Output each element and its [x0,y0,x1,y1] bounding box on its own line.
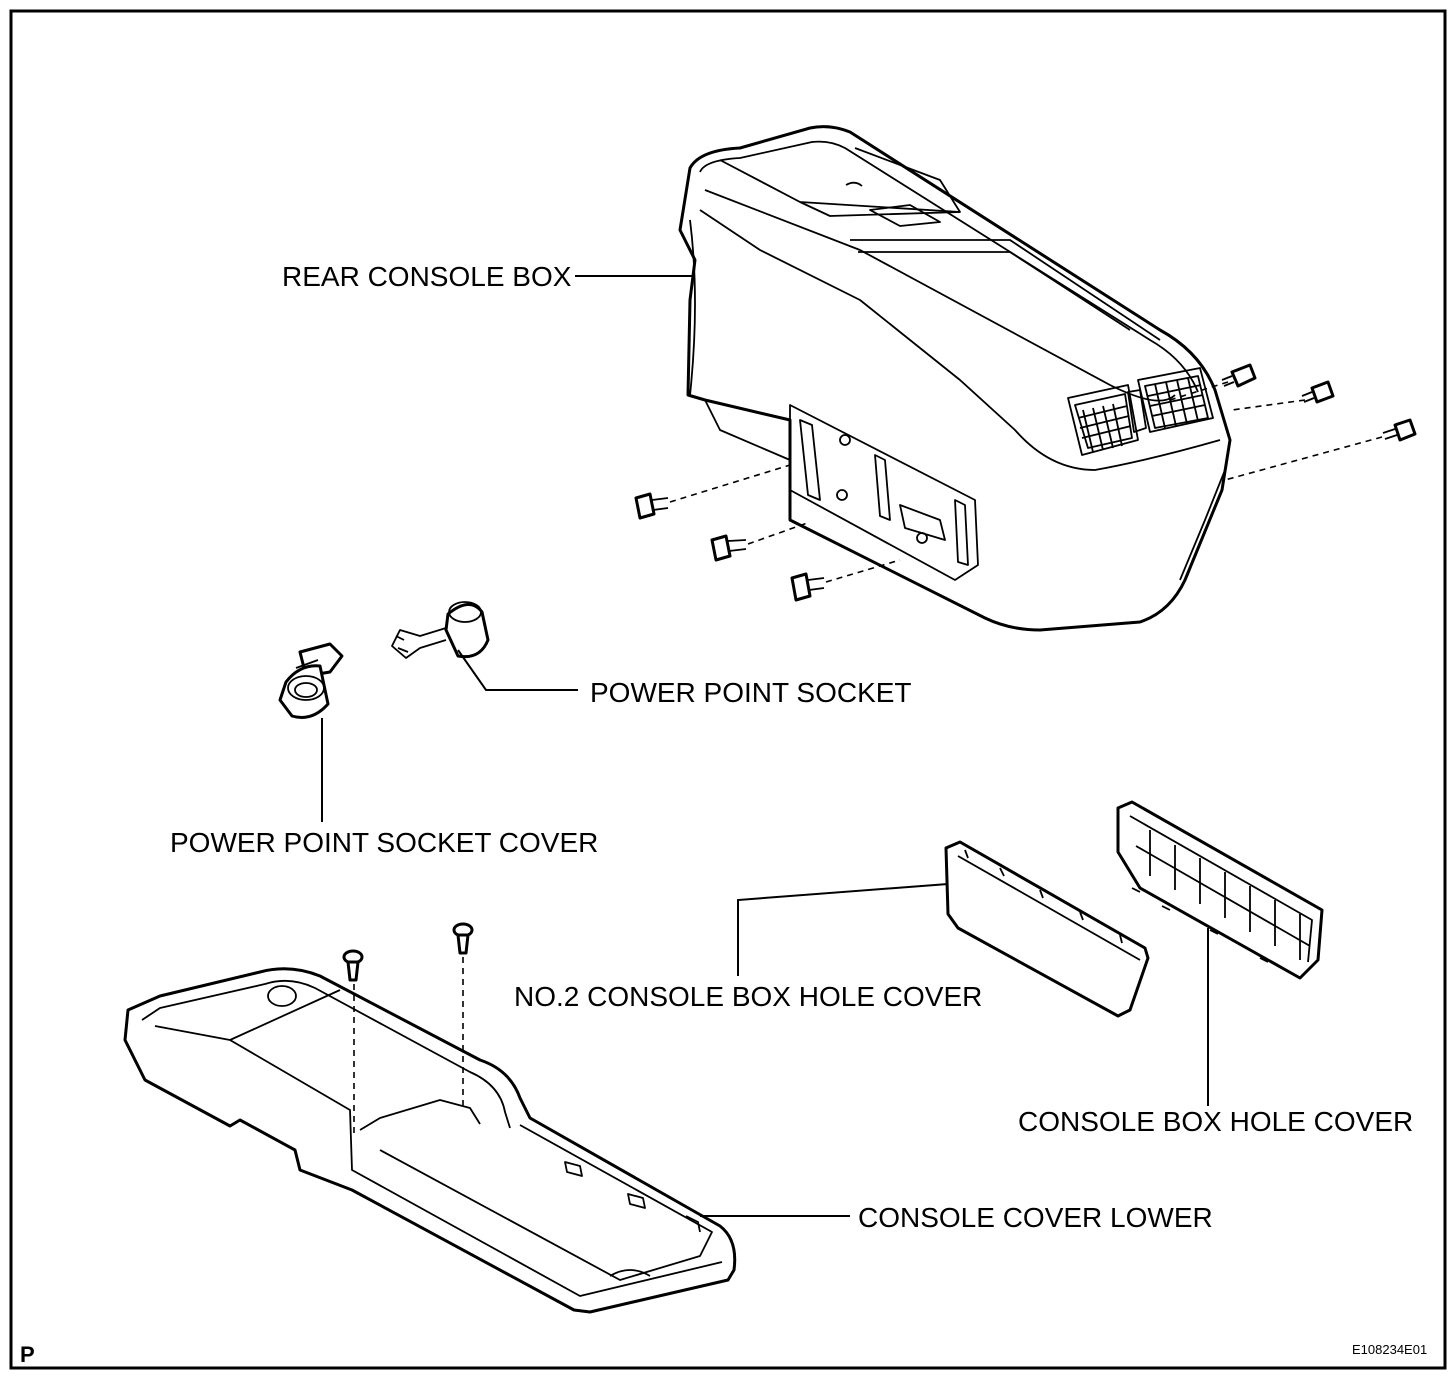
screw-icon [634,492,669,520]
screw-icon [342,949,364,982]
no2-console-box-hole-cover [944,840,1150,1018]
screw-path [1224,436,1383,481]
label-console-box-hole-cover: CONSOLE BOX HOLE COVER [1018,1106,1413,1137]
leader-no2-console-box-hole-cover [737,883,949,976]
label-no2-console-box-hole-cover: NO.2 CONSOLE BOX HOLE COVER [514,981,982,1012]
screw-icon [1221,363,1257,388]
power-point-socket-cover [278,642,344,719]
label-console-cover-lower: CONSOLE COVER LOWER [858,1202,1213,1233]
label-power-point-socket-cover: POWER POINT SOCKET COVER [170,827,598,858]
console-cover-lower [123,967,737,1314]
screw-icon [1301,380,1335,404]
leader-power-point-socket [457,649,578,691]
screw-icon [790,572,825,602]
screw-icon [710,534,747,562]
vent-grille-icon [1067,384,1139,456]
console-box-hole-cover [1116,800,1324,980]
screw-path [747,521,811,545]
rear-console-box [678,125,1232,632]
screw-path [669,464,791,503]
drawing-frame [9,9,1447,1370]
screw-icon [1382,418,1417,442]
vent-grille-icon [1137,367,1214,433]
label-rear-console-box: REAR CONSOLE BOX [282,261,572,292]
screw-path [1231,399,1306,411]
figure-code: E108234E01 [1352,1342,1427,1357]
label-power-point-socket: POWER POINT SOCKET [590,677,912,708]
screw-icon [452,922,474,955]
power-point-socket [391,601,490,659]
corner-mark: P [20,1342,35,1367]
screw-path [825,559,901,583]
